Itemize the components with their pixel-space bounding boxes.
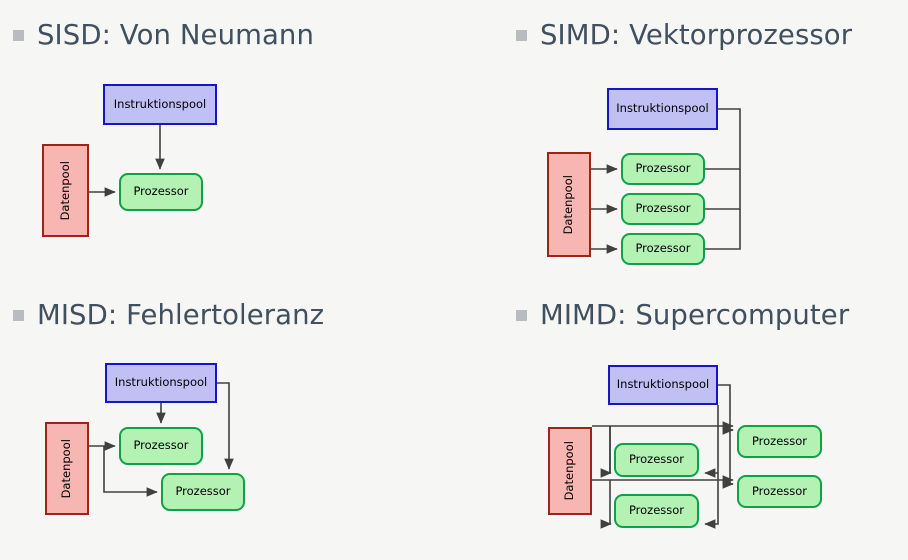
node-instruction-pool[interactable]: Instruktionspool bbox=[608, 365, 718, 405]
node-processor-1[interactable]: Prozessor bbox=[119, 427, 203, 465]
quadrant-mimd: MIMD: Supercomputer bbox=[454, 280, 908, 541]
node-processor-1[interactable]: Prozessor bbox=[614, 443, 699, 477]
node-instruction-pool[interactable]: Instruktionspool bbox=[105, 363, 217, 403]
bullet-square-icon bbox=[13, 310, 24, 322]
connectors-sisd bbox=[89, 125, 165, 197]
node-processor-2[interactable]: Prozessor bbox=[161, 473, 245, 511]
node-label: Prozessor bbox=[635, 161, 691, 176]
heading-sisd: SISD: Von Neumann bbox=[13, 19, 314, 51]
node-label: Instruktionspool bbox=[616, 101, 709, 116]
heading-misd-label: MISD: Fehlertoleranz bbox=[37, 299, 325, 331]
node-processor-3[interactable]: Prozessor bbox=[621, 233, 705, 265]
connectors-misd bbox=[89, 382, 234, 497]
quadrant-misd: MISD: Fehlertoleranz Instruktionsp bbox=[0, 280, 454, 541]
node-label: Datenpool bbox=[57, 160, 72, 221]
node-label: Prozessor bbox=[751, 433, 808, 448]
node-label: Prozessor bbox=[133, 438, 189, 453]
bullet-square-icon bbox=[516, 310, 527, 322]
heading-mimd-label: MIMD: Supercomputer bbox=[540, 299, 850, 331]
bullet-square-icon bbox=[516, 30, 527, 42]
diagram-simd: Instruktionspool Datenpool Prozessor Pro… bbox=[454, 0, 908, 280]
connector-instr-to-left-proc-1 bbox=[704, 405, 719, 478]
node-label: Prozessor bbox=[175, 484, 231, 499]
node-instruction-pool[interactable]: Instruktionspool bbox=[607, 88, 718, 130]
node-label: Datenpool bbox=[562, 441, 577, 501]
node-processor-4[interactable]: Prozessor bbox=[737, 475, 822, 508]
node-data-pool[interactable]: Datenpool bbox=[547, 152, 591, 257]
heading-simd: SIMD: Vektorprozessor bbox=[516, 19, 853, 51]
connector-data-to-proc-2 bbox=[103, 446, 158, 497]
node-label: Prozessor bbox=[635, 241, 691, 256]
heading-simd-label: SIMD: Vektorprozessor bbox=[540, 19, 853, 51]
node-label: Instruktionspool bbox=[616, 377, 710, 392]
heading-sisd-label: SISD: Von Neumann bbox=[37, 19, 314, 51]
node-processor-2[interactable]: Prozessor bbox=[614, 494, 699, 528]
node-label: Datenpool bbox=[59, 438, 74, 499]
node-data-pool[interactable]: Datenpool bbox=[42, 144, 89, 237]
diagram-mimd: Instruktionspool Datenpool Prozessor Pro… bbox=[454, 280, 908, 560]
node-label: Prozessor bbox=[628, 452, 685, 467]
quadrant-simd: SIMD: Vektorprozessor Instruktions bbox=[454, 0, 908, 280]
quadrant-sisd: SISD: Von Neumann Instruktionspool Daten… bbox=[0, 0, 454, 280]
bullet-square-icon bbox=[13, 30, 24, 42]
diagram-sisd: Instruktionspool Datenpool Prozessor bbox=[0, 0, 454, 280]
node-processor-1[interactable]: Prozessor bbox=[621, 153, 705, 185]
slide-root: SISD: Von Neumann Instruktionspool Daten… bbox=[0, 0, 908, 541]
node-label: Instruktionspool bbox=[113, 96, 207, 111]
connector-instr-to-proc-2 bbox=[217, 382, 234, 470]
node-data-pool[interactable]: Datenpool bbox=[548, 427, 592, 515]
connector-data-to-left-proc-1 bbox=[600, 426, 612, 478]
connectors-mimd bbox=[592, 384, 734, 529]
heading-mimd: MIMD: Supercomputer bbox=[516, 299, 850, 331]
node-processor-1[interactable]: Prozessor bbox=[119, 173, 203, 211]
heading-misd: MISD: Fehlertoleranz bbox=[13, 299, 325, 331]
node-label: Prozessor bbox=[751, 483, 808, 498]
connector-instr-bus-a3 bbox=[729, 430, 733, 485]
node-label: Prozessor bbox=[635, 201, 691, 216]
node-processor-2[interactable]: Prozessor bbox=[621, 193, 705, 225]
node-processor-3[interactable]: Prozessor bbox=[737, 425, 822, 458]
node-label: Datenpool bbox=[561, 174, 576, 235]
node-label: Instruktionspool bbox=[114, 375, 208, 390]
connector-data-to-left-proc-2 bbox=[600, 480, 612, 529]
node-label: Prozessor bbox=[628, 503, 685, 518]
node-instruction-pool[interactable]: Instruktionspool bbox=[103, 84, 217, 125]
node-data-pool[interactable]: Datenpool bbox=[45, 422, 89, 515]
connector-instr-to-left-proc-2 bbox=[704, 473, 719, 529]
diagram-misd: Instruktionspool Datenpool Prozessor Pro… bbox=[0, 280, 454, 560]
connector-instr-bus-a bbox=[718, 384, 733, 431]
node-label: Prozessor bbox=[133, 184, 189, 199]
connectors-simd bbox=[591, 108, 741, 254]
